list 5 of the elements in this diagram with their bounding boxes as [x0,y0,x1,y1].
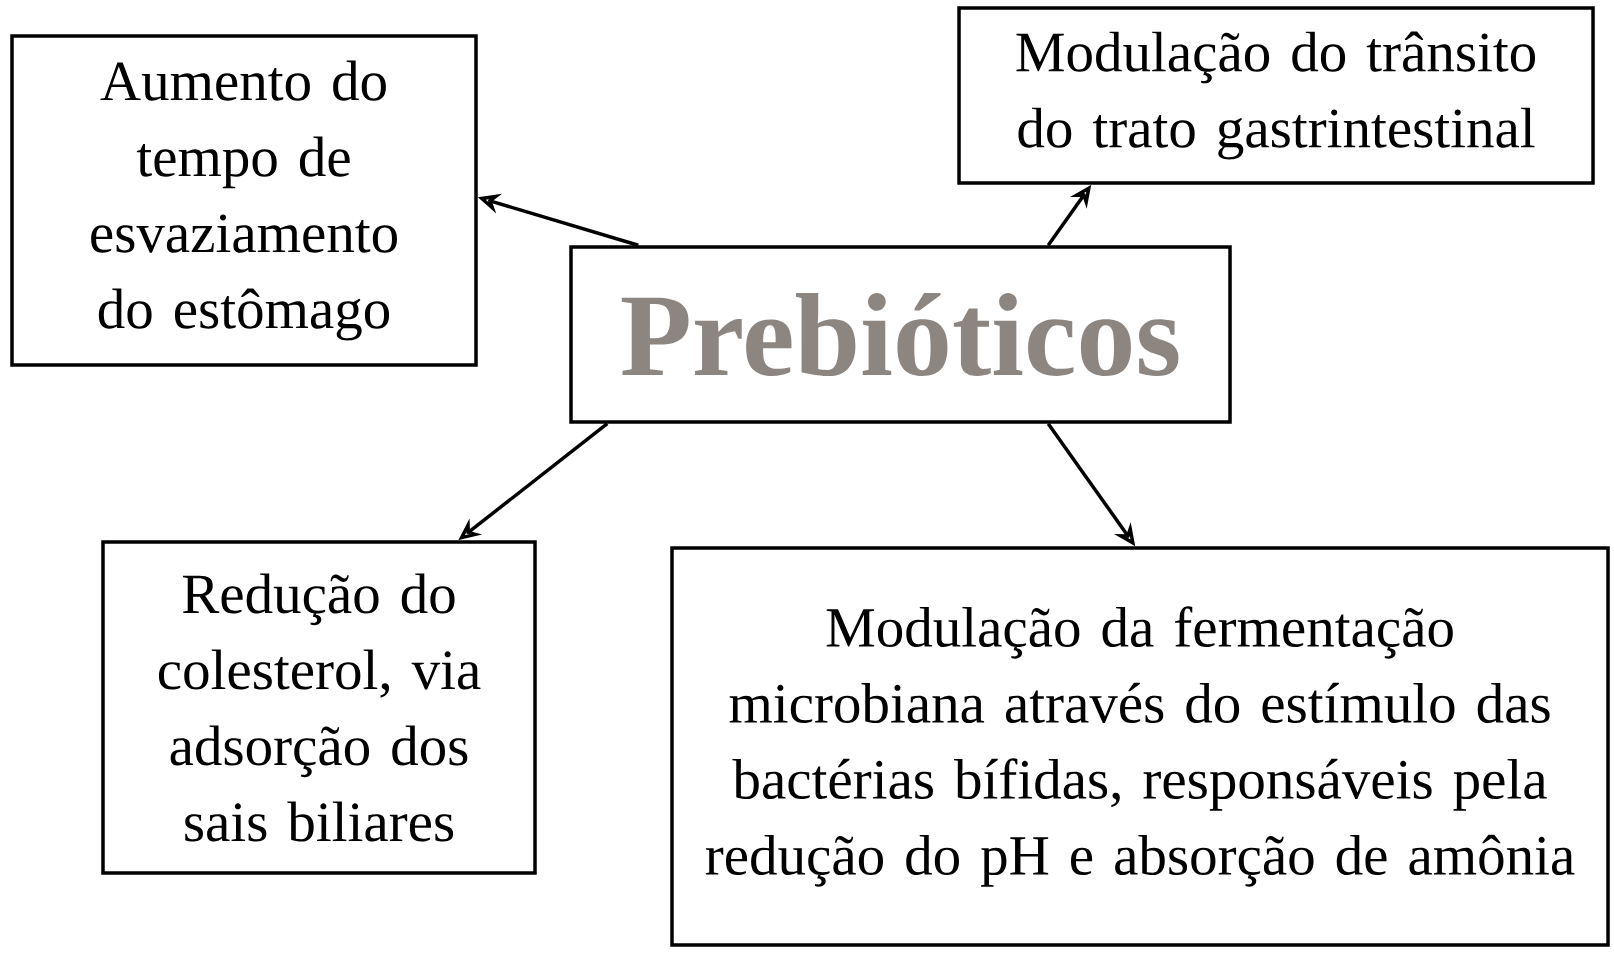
text-box: Aumento do tempo de esvaziamento do estômago [10,34,478,367]
text-box: Redução do colesterol, via adsorção dos sais biliares [101,540,537,875]
title-box: Prebióticos [569,245,1232,424]
text-box: Modulação da fermentação microbiana através do estímulo das bactérias bífidas, responsáveis pela redução do pH e absorção de amônia [670,546,1610,947]
text-box: Modulação do trânsito do trato gastrintestinal [957,6,1595,185]
